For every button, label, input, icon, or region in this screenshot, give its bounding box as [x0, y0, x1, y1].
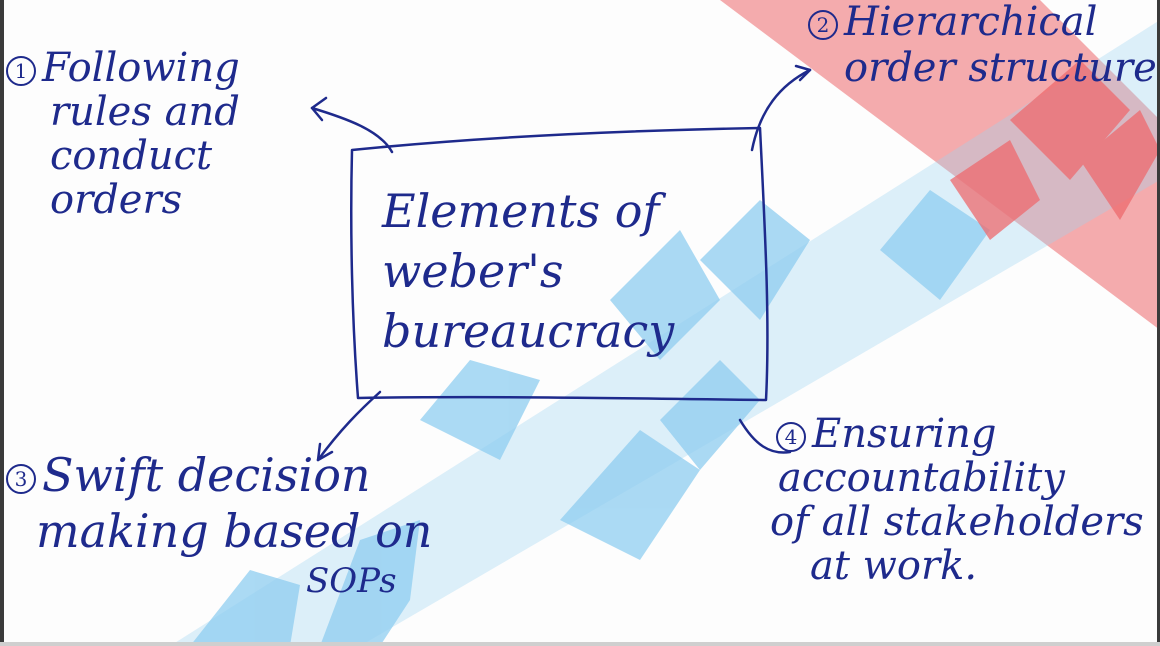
arrow-head-3: [316, 442, 334, 462]
arrow-head-2: [794, 64, 812, 82]
node-3-number: 3: [6, 464, 36, 494]
node-1-number: 1: [6, 56, 36, 86]
node-3-text-1: Swift decision: [42, 448, 371, 502]
node-3-line-3: SOPs: [306, 561, 397, 601]
node-1-line-4: orders: [50, 177, 183, 223]
center-title-line-1: Elements of: [382, 184, 660, 238]
node-2-text-1: Hierarchical: [844, 0, 1098, 45]
node-2-line-2: order structure: [844, 45, 1157, 91]
page-edge-left: [0, 0, 4, 646]
node-4-text-1: Ensuring: [812, 411, 997, 457]
page-edge-right: [1157, 0, 1160, 646]
arrow-to-node-4: [738, 418, 792, 454]
arrow-to-node-1: [310, 106, 394, 154]
node-4-number: 4: [776, 422, 806, 452]
node-1-line-2: rules and: [50, 89, 240, 135]
center-title-line-3: bureaucracy: [382, 304, 675, 358]
watermark-letters: [190, 190, 990, 646]
node-4-line-3: of all stakeholders: [770, 499, 1144, 545]
node-2-number: 2: [808, 10, 838, 40]
node-1-line-3: conduct: [50, 133, 213, 179]
center-title-line-2: weber's: [382, 244, 564, 298]
center-box: [350, 126, 769, 402]
node-4-line-4: at work.: [810, 543, 978, 589]
arrow-to-node-2: [750, 68, 812, 152]
node-3-line-2: making based on: [36, 504, 433, 558]
node-4-line-2: accountability: [778, 455, 1065, 501]
center-title: Elements of weber's bureaucracy: [382, 188, 674, 368]
arrow-to-node-3: [316, 390, 382, 462]
node-1-text-1: Following: [42, 45, 240, 91]
page-edge-bottom: [0, 642, 1160, 646]
arrow-head-1: [310, 96, 328, 122]
watermark-red-letters: [950, 60, 1160, 240]
watermark-red-stripe: [720, 0, 1160, 330]
